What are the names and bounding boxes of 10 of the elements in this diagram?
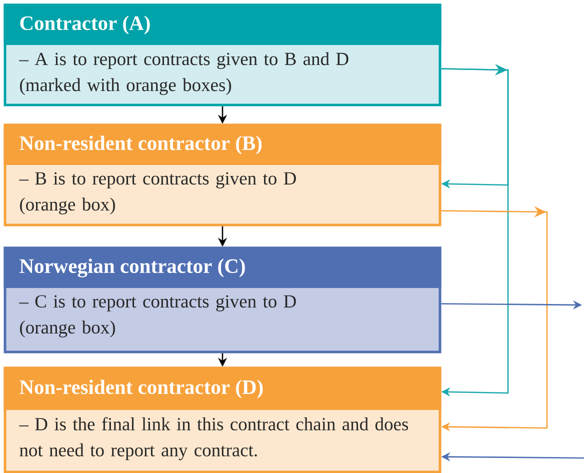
box-heading: Non-resident contractor (B) <box>20 136 262 154</box>
box-heading: Norwegian contractor (C) <box>20 258 245 278</box>
box-body-text: – C is to report contracts given to D (orange box) <box>19 295 296 338</box>
box-heading: Contractor (A) <box>20 16 150 34</box>
box-body-text: – D is the final link in this contract chain and does not need to report any contract. <box>19 417 408 460</box>
arrow <box>441 64 509 396</box>
box-body-text: – B is to report contracts given to D (orange box) <box>19 172 296 214</box>
box-heading: Non-resident contractor (D) <box>20 380 263 398</box>
arrow <box>441 206 548 432</box>
box-body-text: – A is to report contracts given to B and D (marked with orange boxes) <box>19 52 348 96</box>
